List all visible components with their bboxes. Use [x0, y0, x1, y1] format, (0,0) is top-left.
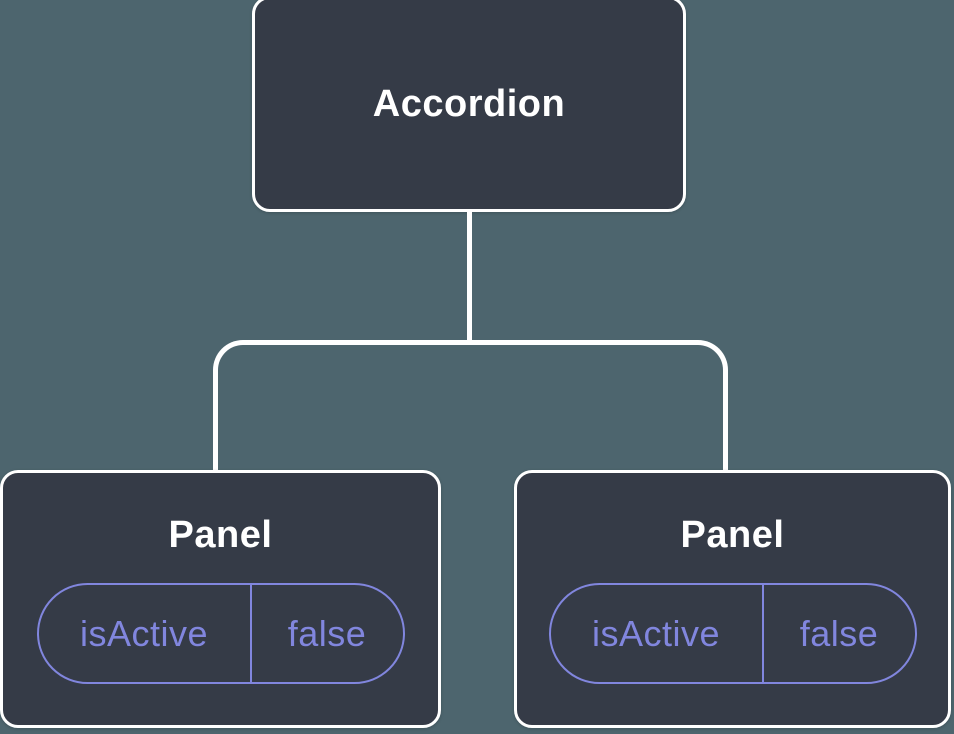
connector-stem-line — [467, 210, 472, 343]
connector-branch-bracket — [213, 340, 728, 475]
panel-left-state-value: false — [287, 612, 367, 654]
accordion-node: Accordion — [252, 0, 686, 212]
panel-right-label: Panel — [680, 514, 785, 556]
panel-right-state-value: false — [799, 612, 879, 654]
panel-left-state-key: isActive — [39, 585, 252, 682]
panel-node-left: Panel isActive false — [0, 470, 441, 728]
panel-right-state-key: isActive — [551, 585, 764, 682]
panel-left-label: Panel — [168, 514, 273, 556]
panel-left-state-pill: isActive false — [36, 583, 405, 684]
panel-right-state-pill: isActive false — [548, 583, 917, 684]
accordion-node-label: Accordion — [372, 82, 566, 125]
panel-node-right: Panel isActive false — [514, 470, 951, 728]
